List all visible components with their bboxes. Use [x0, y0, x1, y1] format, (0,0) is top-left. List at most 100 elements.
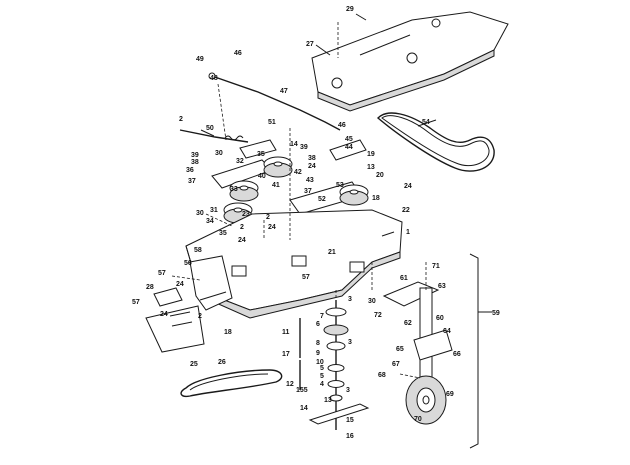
callout-22: 22 — [402, 207, 410, 214]
callout-31: 31 — [210, 207, 218, 214]
pulley-left-lower — [223, 202, 253, 224]
callout-2b: 2 — [266, 214, 270, 221]
callout-42: 42 — [294, 169, 302, 176]
callout-67: 67 — [392, 361, 400, 368]
deck-side-guard — [189, 255, 233, 311]
callout-24b: 24 — [404, 183, 412, 190]
callout-24c: 24 — [268, 224, 276, 231]
callout-62: 62 — [404, 320, 412, 327]
callout-30b: 30 — [196, 210, 204, 217]
bracket-left — [153, 287, 183, 307]
callout-21: 21 — [328, 249, 336, 256]
discharge-deflector — [145, 305, 205, 353]
callout-29: 29 — [346, 6, 354, 13]
callout-14b: 14 — [300, 405, 308, 412]
callout-23: 23 — [242, 211, 250, 218]
callout-38b: 38 — [308, 155, 316, 162]
callout-18b: 18 — [224, 329, 232, 336]
pulley-left — [229, 180, 259, 202]
callout-69: 69 — [446, 391, 454, 398]
callout-3b: 3 — [348, 339, 352, 346]
assembly-59-bracket — [469, 253, 492, 449]
callout-36: 36 — [186, 167, 194, 174]
callout-17: 17 — [282, 351, 290, 358]
upper-drive-belt — [376, 112, 495, 172]
callout-57a: 57 — [158, 270, 166, 277]
callout-27: 27 — [306, 41, 314, 48]
callout-63: 63 — [438, 283, 446, 290]
callout-labels: 29 27 49 46 48 47 54 2 50 51 46 45 14 44… — [132, 6, 500, 440]
mower-blade — [308, 403, 370, 425]
callout-57c: 57 — [132, 299, 140, 306]
callout-48: 48 — [210, 75, 218, 82]
callout-53: 53 — [336, 182, 344, 189]
callout-28: 28 — [146, 284, 154, 291]
callout-43: 43 — [306, 177, 314, 184]
callout-4: 4 — [320, 381, 324, 388]
callout-44: 44 — [345, 144, 353, 151]
callout-61: 61 — [400, 275, 408, 282]
callout-51: 51 — [268, 119, 276, 126]
callout-37a: 37 — [188, 178, 196, 185]
callout-15: 15 — [346, 417, 354, 424]
callout-35a: 35 — [257, 151, 265, 158]
callout-6a: 6 — [316, 321, 320, 328]
callout-72: 72 — [374, 312, 382, 319]
callout-26: 26 — [218, 359, 226, 366]
callout-155: 155 — [296, 387, 308, 394]
callout-24d: 24 — [238, 237, 246, 244]
callout-34: 34 — [206, 218, 214, 225]
callout-18a: 18 — [372, 195, 380, 202]
callout-24e: 24 — [176, 281, 184, 288]
callout-46b: 46 — [338, 122, 346, 129]
callout-30a: 30 — [215, 150, 223, 157]
callout-20: 20 — [376, 172, 384, 179]
callout-39a: 39 — [191, 152, 199, 159]
callout-47: 47 — [280, 88, 288, 95]
callout-39b: 39 — [300, 144, 308, 151]
callout-45: 45 — [345, 136, 353, 143]
callout-41: 41 — [272, 182, 280, 189]
callout-46a: 46 — [234, 50, 242, 57]
callout-64: 64 — [443, 328, 451, 335]
callout-2a: 2 — [179, 116, 183, 123]
callout-30c: 30 — [368, 298, 376, 305]
callout-1: 1 — [406, 229, 410, 236]
callout-13b: 13 — [324, 397, 332, 404]
leader-lines — [200, 13, 490, 313]
callout-7: 7 — [320, 313, 324, 320]
control-rod — [208, 72, 341, 131]
pulley-right — [339, 184, 369, 206]
callout-24f: 24 — [160, 311, 168, 318]
callout-52: 52 — [318, 196, 326, 203]
callout-35b: 35 — [219, 230, 227, 237]
callout-10: 10 — [316, 359, 324, 366]
callout-2d: 2 — [198, 313, 202, 320]
callout-60: 60 — [436, 315, 444, 322]
callout-24a: 24 — [308, 163, 316, 170]
callout-14a: 14 — [290, 141, 298, 148]
callout-16: 16 — [346, 433, 354, 440]
callout-19: 19 — [367, 151, 375, 158]
callout-13a: 13 — [367, 164, 375, 171]
callout-57b: 57 — [302, 274, 310, 281]
lower-belt — [180, 369, 283, 398]
spindle-assembly — [323, 300, 349, 430]
callout-68: 68 — [378, 372, 386, 379]
callout-5b: 5 — [320, 365, 324, 372]
gauge-wheel-bracket — [382, 281, 453, 379]
callout-40: 40 — [258, 173, 266, 180]
deck-cover-plate — [311, 11, 509, 112]
callout-11: 11 — [282, 329, 290, 336]
assembly-dash-lines — [171, 22, 427, 379]
callout-3c: 3 — [346, 387, 350, 394]
pulley-upper-left — [263, 156, 293, 178]
callout-9: 9 — [316, 350, 320, 357]
callout-5a: 5 — [320, 373, 324, 380]
callout-56: 56 — [184, 260, 192, 267]
callout-59: 59 — [492, 310, 500, 317]
callout-25: 25 — [190, 361, 198, 368]
callout-3a: 3 — [348, 296, 352, 303]
